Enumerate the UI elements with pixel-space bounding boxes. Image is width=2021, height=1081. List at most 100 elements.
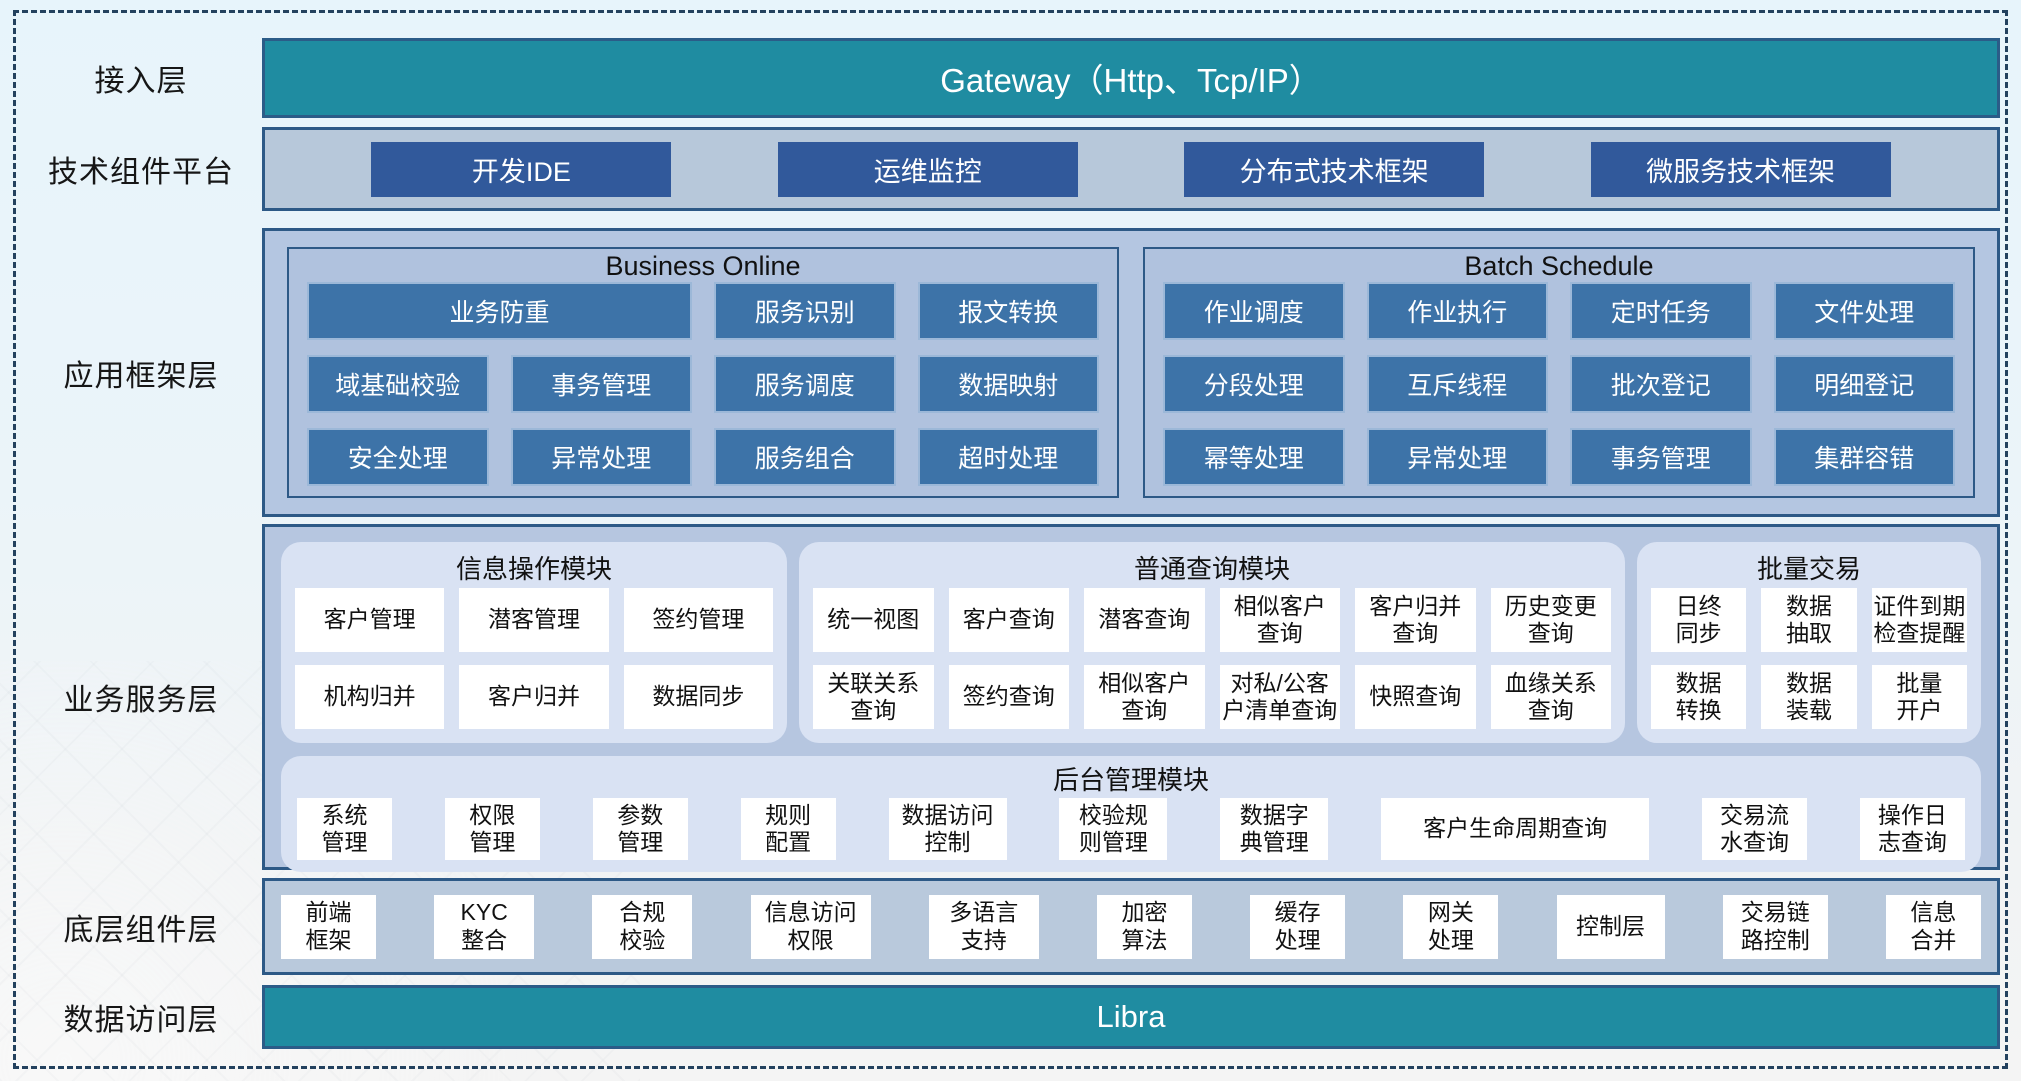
admin-box: 数据访问 控制 (888, 798, 1007, 860)
layer-label-base-components: 底层组件层 (63, 913, 219, 947)
service-box: 潜客管理 (459, 588, 609, 652)
base-component-box: 前端 框架 (281, 894, 376, 959)
base-component-box: 加密 算法 (1096, 894, 1192, 959)
service-box: 客户归并 查询 (1355, 588, 1476, 652)
framework-cell: 数据映射 (917, 355, 1099, 413)
base-component-box: KYC 整合 (434, 894, 535, 959)
service-box: 相似客户 查询 (1219, 588, 1340, 652)
layer-label-data-access: 数据访问层 (63, 1004, 219, 1037)
layer-label-app-framework: 应用框架层 (63, 359, 219, 393)
base-component-box: 多语言 支持 (928, 894, 1039, 959)
framework-cell: 服务调度 (714, 355, 896, 413)
framework-cell: 分段处理 (1163, 355, 1345, 413)
framework-cell: 幂等处理 (1163, 428, 1345, 486)
base-component-box: 合规 校验 (592, 894, 693, 959)
admin-box: 客户生命周期查询 (1381, 798, 1650, 860)
service-box: 血缘关系 查询 (1490, 665, 1611, 729)
base-component-box: 控制层 (1556, 894, 1665, 959)
framework-cell: 集群容错 (1773, 428, 1955, 486)
batch-transaction-panel: 批量交易 日终 同步数据 抽取证件到期 检查提醒数据 转换数据 装载批量 开户 (1637, 542, 1981, 743)
business-online-grid: 业务防重服务识别报文转换域基础校验事务管理服务调度数据映射安全处理异常处理服务组… (307, 282, 1099, 486)
layer-label-tech-platform: 技术组件平台 (48, 156, 234, 189)
admin-box: 交易流 水查询 (1702, 798, 1807, 860)
app-framework-row: 应用框架层 Business Online 业务防重服务识别报文转换域基础校验事… (20, 228, 2000, 517)
service-box: 客户管理 (295, 588, 445, 652)
framework-cell: 域基础校验 (307, 355, 489, 413)
admin-module-title: 后台管理模块 (1052, 764, 1209, 795)
batch-schedule-grid: 作业调度作业执行定时任务文件处理分段处理互斥线程批次登记明细登记幂等处理异常处理… (1163, 282, 1955, 486)
framework-cell: 安全处理 (307, 428, 489, 486)
admin-box: 系统 管理 (297, 798, 392, 860)
framework-cell: 业务防重 (307, 282, 692, 340)
framework-cell: 报文转换 (917, 282, 1099, 340)
service-box: 机构归并 (295, 665, 445, 729)
admin-box: 数据字 典管理 (1220, 798, 1329, 860)
admin-box: 参数 管理 (592, 798, 688, 860)
business-online-panel: Business Online 业务防重服务识别报文转换域基础校验事务管理服务调… (287, 247, 1119, 498)
base-components-panel: 前端 框架 KYC 整合合规 校验信息访问 权限多语言 支持加密 算法缓存 处理网… (262, 878, 2000, 975)
framework-cell: 异常处理 (1366, 428, 1548, 486)
framework-cell: 异常处理 (510, 428, 692, 486)
framework-cell: 定时任务 (1570, 282, 1752, 340)
tech-component-button: 开发IDE (371, 141, 672, 197)
service-box: 数据同步 (623, 665, 773, 729)
base-component-box: 信息访问 权限 (750, 894, 871, 959)
service-box: 客户查询 (948, 588, 1069, 652)
framework-cell: 明细登记 (1773, 355, 1955, 413)
batch-schedule-title: Batch Schedule (1464, 251, 1654, 281)
app-framework-panel: Business Online 业务防重服务识别报文转换域基础校验事务管理服务调… (262, 228, 2000, 517)
base-component-box: 网关 处理 (1403, 894, 1499, 959)
admin-box: 操作日 志查询 (1859, 798, 1965, 860)
batch-transaction-title: 批量交易 (1756, 553, 1861, 584)
batch-schedule-panel: Batch Schedule 作业调度作业执行定时任务文件处理分段处理互斥线程批… (1143, 247, 1975, 498)
info-operations-grid: 客户管理潜客管理签约管理机构归并客户归并数据同步 (295, 588, 773, 729)
general-query-title: 普通查询模块 (1133, 553, 1290, 584)
service-box: 签约管理 (623, 588, 773, 652)
framework-cell: 文件处理 (1773, 282, 1955, 340)
framework-cell: 超时处理 (917, 428, 1099, 486)
framework-cell: 事务管理 (510, 355, 692, 413)
framework-cell: 作业调度 (1163, 282, 1345, 340)
libra-bar: Libra (262, 985, 2000, 1049)
service-box: 数据 装载 (1761, 665, 1857, 729)
batch-transaction-grid: 日终 同步数据 抽取证件到期 检查提醒数据 转换数据 装载批量 开户 (1651, 588, 1967, 729)
general-query-grid: 统一视图客户查询潜客查询相似客户 查询客户归并 查询历史变更 查询关联关系 查询… (813, 588, 1611, 729)
service-box: 批量 开户 (1871, 665, 1967, 729)
framework-cell: 互斥线程 (1366, 355, 1548, 413)
service-modules: 信息操作模块 客户管理潜客管理签约管理机构归并客户归并数据同步 普通查询模块 统… (281, 542, 1981, 743)
service-box: 签约查询 (948, 665, 1069, 729)
framework-cell: 批次登记 (1570, 355, 1752, 413)
service-box: 相似客户 查询 (1084, 665, 1205, 729)
service-box: 对私/公客 户清单查询 (1219, 665, 1340, 729)
base-component-box: 缓存 处理 (1250, 894, 1346, 959)
layer-label-access: 接入层 (94, 65, 188, 98)
general-query-panel: 普通查询模块 统一视图客户查询潜客查询相似客户 查询客户归并 查询历史变更 查询… (799, 542, 1625, 743)
base-components-row: 底层组件层 前端 框架 KYC 整合合规 校验信息访问 权限多语言 支持加密 算法… (20, 878, 2000, 975)
data-access-row: 数据访问层 Libra (20, 985, 2000, 1049)
layer-label-business-service: 业务服务层 (63, 684, 219, 717)
admin-module-panel: 后台管理模块 系统 管理权限 管理参数 管理规则 配置数据访问 控制校验规 则管… (281, 756, 1981, 872)
gateway-bar: Gateway（Http、Tcp/IP） (262, 38, 2000, 118)
service-box: 客户归并 (459, 665, 609, 729)
info-operations-panel: 信息操作模块 客户管理潜客管理签约管理机构归并客户归并数据同步 (281, 542, 787, 743)
admin-box: 校验规 则管理 (1059, 798, 1168, 860)
service-box: 潜客查询 (1084, 588, 1205, 652)
business-service-row: 业务服务层 信息操作模块 客户管理潜客管理签约管理机构归并客户归并数据同步 普通… (20, 524, 2000, 872)
admin-box: 规则 配置 (740, 798, 836, 860)
framework-cell: 事务管理 (1570, 428, 1752, 486)
tech-component-button: 微服务技术框架 (1590, 141, 1891, 197)
framework-cell: 服务识别 (714, 282, 896, 340)
info-operations-title: 信息操作模块 (455, 553, 612, 584)
service-box: 数据 转换 (1651, 665, 1747, 729)
service-box: 快照查询 (1355, 665, 1476, 729)
business-online-title: Business Online (605, 251, 801, 281)
service-box: 证件到期 检查提醒 (1871, 588, 1967, 652)
service-box: 历史变更 查询 (1490, 588, 1611, 652)
access-layer-row: 接入层 Gateway（Http、Tcp/IP） (20, 38, 2000, 118)
business-service-panel: 信息操作模块 客户管理潜客管理签约管理机构归并客户归并数据同步 普通查询模块 统… (262, 524, 2000, 872)
service-box: 关联关系 查询 (813, 665, 934, 729)
service-box: 数据 抽取 (1761, 588, 1857, 652)
